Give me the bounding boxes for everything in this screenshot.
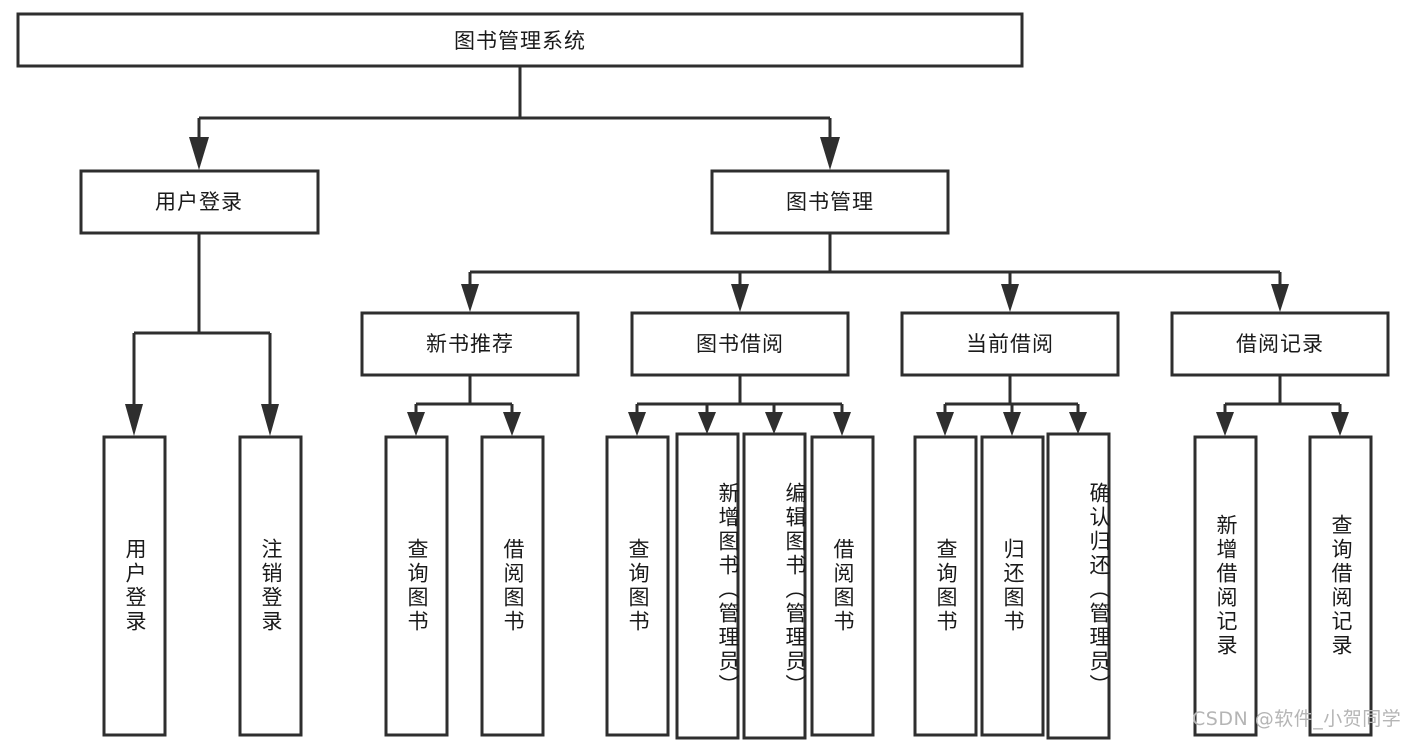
arrow-head-icon xyxy=(820,137,840,170)
node-root[interactable]: 图书管理系统 xyxy=(16,12,1024,68)
leaf-box-query-book-current[interactable] xyxy=(913,435,978,737)
connector-currentborrow-to-leaves xyxy=(936,375,1087,436)
arrow-head-icon xyxy=(1069,412,1087,434)
node-user-login-box[interactable] xyxy=(79,169,320,235)
arrow-head-icon xyxy=(765,412,783,434)
arrow-head-icon xyxy=(1271,284,1289,312)
node-book-borrow-box[interactable] xyxy=(630,311,850,377)
node-borrow-records-box[interactable] xyxy=(1170,311,1390,377)
node-borrow-records[interactable]: 借阅记录 xyxy=(1170,311,1390,377)
leaf-box-user-login[interactable] xyxy=(102,435,167,737)
node-book-management[interactable]: 图书管理 xyxy=(710,169,950,235)
leaf-box-query-borrow-record[interactable] xyxy=(1308,435,1373,737)
node-borrow-records-label: 借阅记录 xyxy=(1236,332,1324,356)
arrow-head-icon xyxy=(833,412,851,436)
leaf-box-return-book[interactable] xyxy=(980,435,1045,737)
arrow-head-icon xyxy=(731,284,749,312)
node-user-login-label: 用户登录 xyxy=(155,190,243,214)
leaf-box-edit-book-admin[interactable] xyxy=(742,432,807,740)
node-root-label: 图书管理系统 xyxy=(454,29,586,53)
arrow-head-icon xyxy=(698,412,716,434)
connector-userlogin-to-leaves xyxy=(125,233,279,436)
connector-borrowrecords-to-leaves xyxy=(1216,375,1349,436)
arrow-head-icon xyxy=(1001,284,1019,312)
node-current-borrow-box[interactable] xyxy=(900,311,1120,377)
node-book-borrow[interactable]: 图书借阅 xyxy=(630,311,850,377)
leaf-box-add-borrow-record[interactable] xyxy=(1193,435,1258,737)
leaf-box-query-book-borrow[interactable] xyxy=(605,435,670,737)
node-user-login[interactable]: 用户登录 xyxy=(79,169,320,235)
node-book-borrow-label: 图书借阅 xyxy=(696,332,784,356)
leaf-box-borrow-book[interactable] xyxy=(810,435,875,737)
connector-newbook-to-leaves xyxy=(407,375,521,436)
connector-bookborrow-to-leaves xyxy=(628,375,851,436)
leaf-box-borrow-book-recommend[interactable] xyxy=(480,435,545,737)
leaf-box-logout[interactable] xyxy=(238,435,303,737)
leaf-box-add-book-admin[interactable] xyxy=(675,432,740,740)
node-current-borrow[interactable]: 当前借阅 xyxy=(900,311,1120,377)
node-new-book-recommend[interactable]: 新书推荐 xyxy=(360,311,580,377)
arrow-head-icon xyxy=(407,412,425,436)
connector-root-to-level1 xyxy=(189,66,840,170)
leaf-boxes xyxy=(102,432,1373,740)
arrow-head-icon xyxy=(1331,412,1349,436)
node-new-book-recommend-box[interactable] xyxy=(360,311,580,377)
arrow-head-icon xyxy=(936,412,954,436)
leaf-box-query-book-recommend[interactable] xyxy=(384,435,449,737)
arrow-head-icon xyxy=(503,412,521,436)
node-new-book-recommend-label: 新书推荐 xyxy=(426,332,514,356)
arrow-head-icon xyxy=(461,284,479,312)
node-book-management-box[interactable] xyxy=(710,169,950,235)
leaf-box-confirm-return-admin[interactable] xyxy=(1046,432,1111,740)
arrow-head-icon xyxy=(1216,412,1234,436)
csdn-watermark: CSDN @软件_小贺同学 xyxy=(1192,708,1402,730)
arrow-head-icon xyxy=(261,404,279,436)
node-current-borrow-label: 当前借阅 xyxy=(966,332,1054,356)
arrow-head-icon xyxy=(1003,412,1021,436)
arrow-head-icon xyxy=(189,137,209,170)
arrow-head-icon xyxy=(125,404,143,436)
node-book-management-label: 图书管理 xyxy=(786,190,874,214)
connector-bookmgmt-to-level2 xyxy=(461,233,1289,312)
arrow-head-icon xyxy=(628,412,646,436)
node-root-box[interactable] xyxy=(16,12,1024,68)
